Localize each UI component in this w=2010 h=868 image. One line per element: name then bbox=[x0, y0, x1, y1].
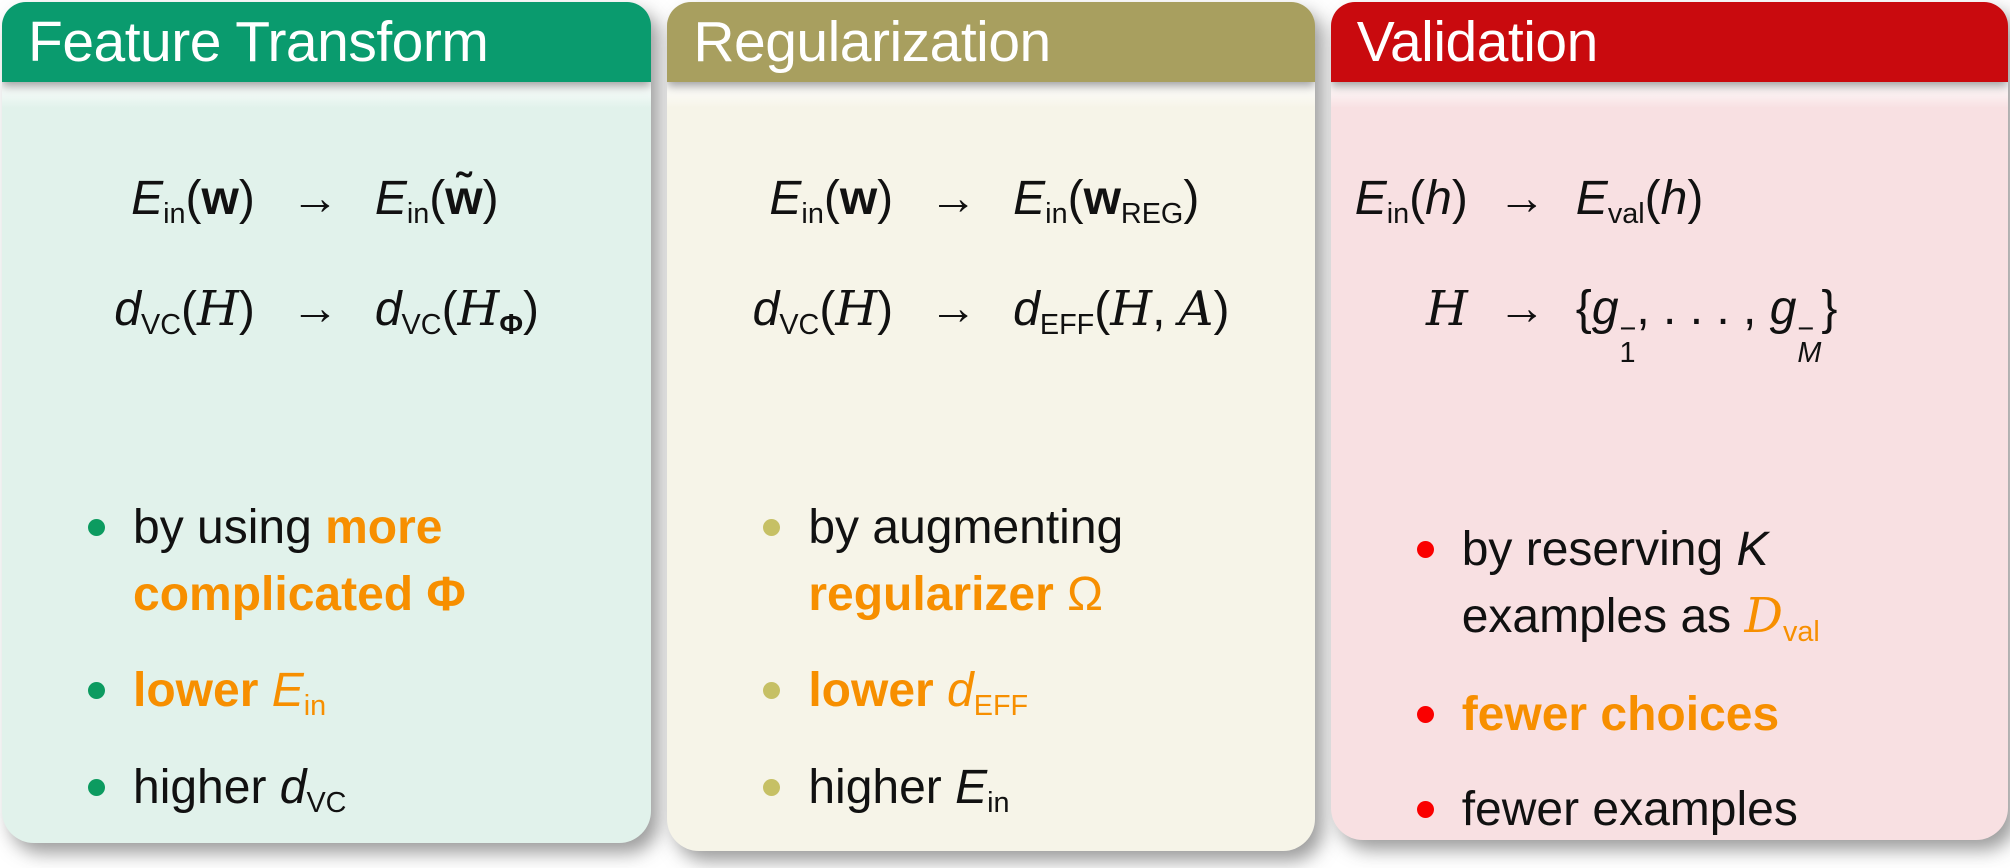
bullet-text: higher dVC bbox=[133, 761, 347, 820]
panel-title: Feature Transform bbox=[28, 10, 489, 74]
math-mapping: Ein(h) → Eval(h) H → {g−1, . . . , g−M} bbox=[1331, 168, 2008, 370]
bullet-text: lower dEFF bbox=[808, 663, 1029, 722]
panel-body: Ein(w) → Ein(wREG) dVC(H) → dEFF(H, A) by aug… bbox=[667, 82, 1314, 824]
list-item: lower dEFF bbox=[763, 657, 1284, 727]
bullet-text: fewer examples bbox=[1461, 782, 1798, 836]
bullet-text: higher Ein bbox=[808, 761, 1010, 820]
math-rhs: Ein(wREG) bbox=[1013, 172, 1200, 231]
panel-feature-transform: Feature Transform Ein(w) → Ein(w̃) dVC(H) → d… bbox=[2, 2, 652, 843]
arrow-icon: → bbox=[1497, 172, 1546, 225]
bullet-dot-icon bbox=[1416, 705, 1434, 723]
math-lhs: dVC(H) bbox=[752, 280, 894, 341]
bullet-dot-icon bbox=[763, 681, 781, 699]
math-lhs: Ein(h) bbox=[1354, 172, 1468, 231]
arrow-icon: → bbox=[1497, 281, 1546, 335]
bullet-text: lower Ein bbox=[133, 663, 327, 722]
math-mapping: Ein(w) → Ein(wREG) dVC(H) → dEFF(H, A) bbox=[667, 168, 1314, 344]
bullet-dot-icon bbox=[1416, 540, 1434, 558]
arrow-icon: → bbox=[929, 281, 978, 335]
panel-title: Regularization bbox=[693, 10, 1051, 74]
panel-title: Validation bbox=[1356, 10, 1599, 74]
math-lhs: dVC(H) bbox=[114, 280, 255, 341]
panel-body: Ein(h) → Eval(h) H → {g−1, . . . , g−M} by re… bbox=[1331, 82, 2008, 840]
bullet-text: fewer choices bbox=[1461, 687, 1780, 741]
math-lhs: Ein(w) bbox=[131, 172, 255, 231]
panel-header: Feature Transform bbox=[2, 2, 652, 82]
math-rhs: {g−1, . . . , g−M} bbox=[1575, 281, 1838, 370]
bullet-dot-icon bbox=[88, 779, 105, 797]
math-rhs: dVC(HΦ) bbox=[374, 280, 540, 341]
panel-header: Validation bbox=[1330, 2, 2008, 82]
bullet-dot-icon bbox=[763, 519, 781, 537]
panel-validation: Validation Ein(h) → Eval(h) H → {g−1, . . . ,… bbox=[1330, 2, 2008, 840]
bullet-dot-icon bbox=[1416, 800, 1434, 818]
arrow-icon: → bbox=[290, 281, 339, 335]
math-rhs: dEFF(H, A) bbox=[1013, 280, 1230, 341]
list-item: lower Ein bbox=[88, 657, 621, 727]
panel-regularization: Regularization Ein(w) → Ein(wREG) dVC(H) → dE… bbox=[667, 2, 1315, 851]
arrow-icon: → bbox=[929, 172, 978, 225]
list-item: higher Ein bbox=[763, 754, 1284, 824]
panel-header: Regularization bbox=[667, 2, 1315, 82]
math-rhs: Ein(w̃) bbox=[374, 172, 499, 231]
math-mapping: Ein(w) → Ein(w̃) dVC(H) → dVC(HΦ) bbox=[2, 168, 651, 344]
arrow-icon: → bbox=[290, 172, 339, 225]
list-item: fewer examples bbox=[1416, 776, 1978, 840]
math-lhs: Ein(w) bbox=[769, 172, 894, 231]
bullet-dot-icon bbox=[88, 519, 105, 537]
math-lhs: H bbox=[1425, 280, 1468, 337]
list-item: fewer choices bbox=[1416, 681, 1978, 748]
list-item: higher dVC bbox=[88, 754, 621, 824]
bullet-dot-icon bbox=[763, 779, 781, 797]
bullet-dot-icon bbox=[88, 681, 105, 699]
panel-body: Ein(w) → Ein(w̃) dVC(H) → dVC(HΦ) by using mo… bbox=[2, 82, 651, 824]
math-rhs: Eval(h) bbox=[1575, 172, 1704, 231]
